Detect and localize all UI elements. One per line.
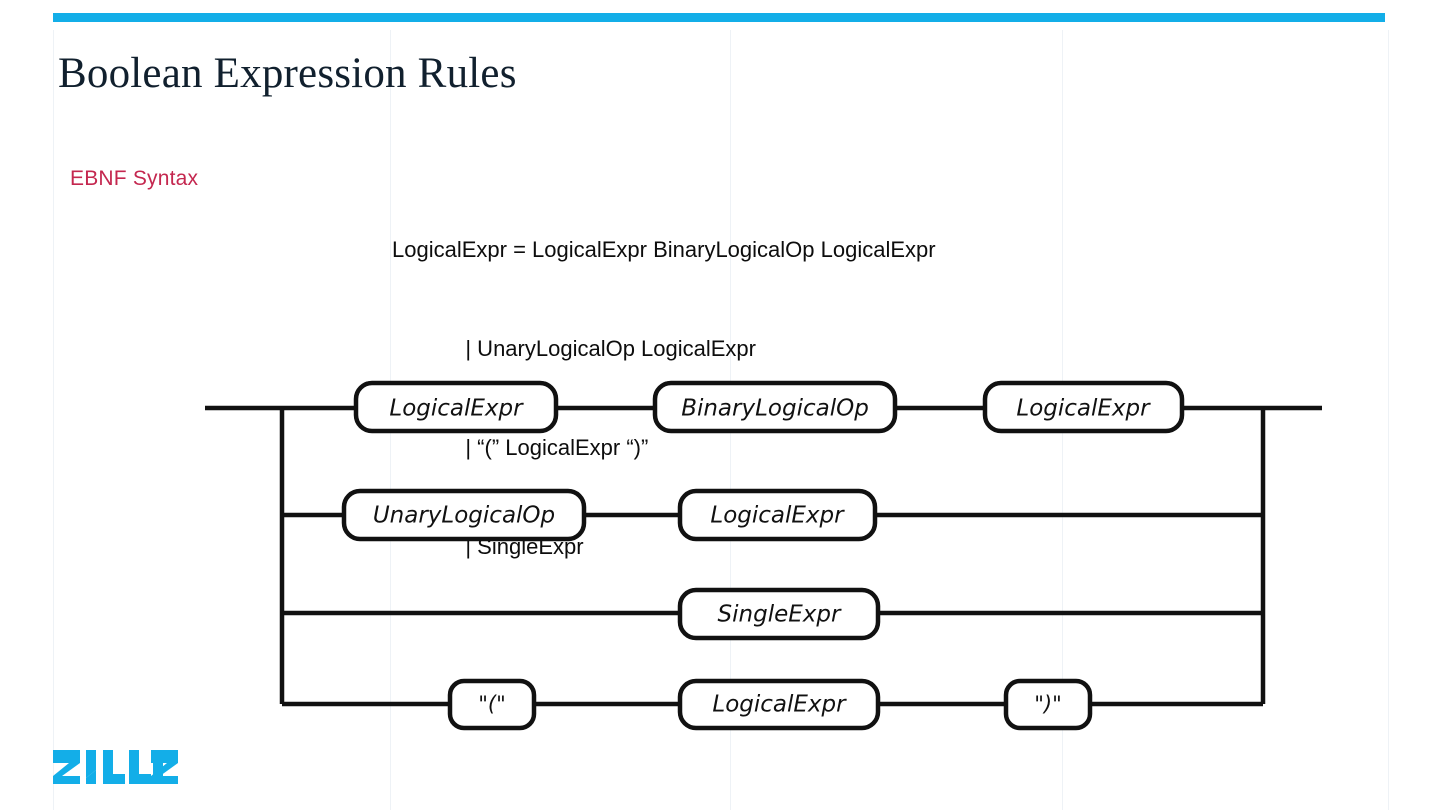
node-box-close-paren-r4c3 (1003, 678, 1093, 731)
ebnf-line-1: LogicalExpr = LogicalExpr BinaryLogicalO… (392, 237, 936, 262)
railroad-diagram: LogicalExpr BinaryLogicalOp LogicalExpr … (0, 350, 1440, 750)
ebnf-line-3: | “(” LogicalExpr “)” (392, 435, 649, 460)
node-label-r1c1: LogicalExpr (389, 396, 524, 422)
node-label-r2c1: UnaryLogicalOp (373, 503, 555, 529)
zilliz-logo-glyphs (53, 750, 178, 784)
node-label-r3c1: SingleExpr (718, 602, 842, 628)
node-box-binarylogicalop-r1c2 (652, 380, 898, 434)
node-box-logicalexpr-r4c2 (677, 678, 881, 731)
top-accent-bar (53, 13, 1385, 22)
node-label-r2c2: LogicalExpr (710, 503, 845, 529)
node-label-r4c1: "(" (478, 692, 506, 716)
ebnf-line-2: | UnaryLogicalOp LogicalExpr (392, 336, 756, 361)
zilliz-logo (53, 750, 178, 784)
node-box-unarylogicalop-r2c1 (341, 488, 587, 542)
ebnf-syntax-label: EBNF Syntax (70, 167, 199, 190)
page-title: Boolean Expression Rules (58, 50, 517, 97)
node-box-singleexpr-r3c1 (677, 587, 881, 641)
node-label-r4c2: LogicalExpr (712, 692, 847, 718)
node-label-r1c3: LogicalExpr (1016, 396, 1151, 422)
node-box-logicalexpr-r1c3 (982, 380, 1185, 434)
node-box-open-paren-r4c1 (447, 678, 537, 731)
node-box-logicalexpr-r2c2 (677, 488, 878, 542)
node-label-r4c3: ")" (1034, 692, 1062, 716)
node-box-logicalexpr-r1c1 (353, 380, 559, 434)
node-label-r1c2: BinaryLogicalOp (681, 396, 869, 422)
